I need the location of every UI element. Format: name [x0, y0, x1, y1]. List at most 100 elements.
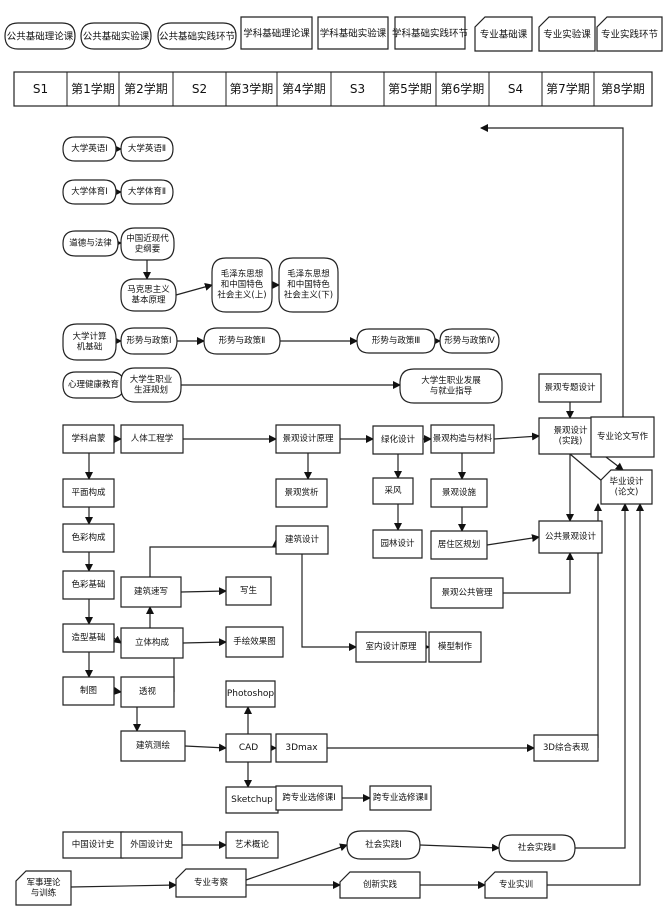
course-box — [538, 373, 602, 403]
legend-item-7: 专业基础课 — [474, 16, 533, 52]
semester-cell-4: S2 — [192, 82, 207, 96]
course-box — [275, 525, 329, 555]
legend-swatch — [317, 16, 389, 50]
semester-cell-2: 第1学期 — [71, 81, 115, 96]
course-label: 3Dmax — [285, 743, 318, 753]
course-box — [225, 680, 276, 708]
course-box — [62, 478, 115, 508]
course-pe2: 大学体育Ⅱ — [120, 179, 174, 205]
course-label: 社会实践Ⅱ — [518, 842, 556, 853]
course-box — [62, 230, 119, 257]
course-box — [62, 523, 115, 553]
course-max: 3Dmax — [275, 733, 328, 763]
course-label: (论文) — [615, 486, 639, 497]
course-hand: 手绘效果图 — [225, 626, 284, 658]
course-box — [346, 830, 421, 860]
course-box — [430, 424, 495, 454]
course-label: 大学体育Ⅰ — [71, 186, 108, 197]
course-box — [62, 424, 115, 454]
course-label: 道德与法律 — [69, 238, 112, 249]
course-label: 心理健康教育 — [68, 379, 119, 390]
course-label: 和中国特色 — [221, 279, 264, 290]
legend-label: 公共基础实验课 — [83, 31, 150, 43]
course-garden: 园林设计 — [372, 529, 423, 559]
course-box — [120, 627, 184, 659]
course-su: Sketchup — [225, 786, 279, 814]
connector-arrow — [149, 539, 280, 577]
legend-item-9: 专业实践环节 — [596, 16, 663, 52]
course-box — [275, 733, 328, 763]
course-label: 平面构成 — [71, 487, 106, 498]
course-green: 绿化设计 — [372, 425, 424, 455]
course-publand: 公共景观设计 — [538, 520, 603, 554]
course-box — [372, 529, 423, 559]
course-modelmk: 模型制作 — [428, 631, 482, 663]
course-label: 公共景观设计 — [545, 531, 597, 542]
course-label: 景观设计原理 — [282, 433, 334, 444]
course-box — [372, 477, 414, 505]
legend-item-6: 学科基础实践环节 — [392, 16, 468, 50]
course-soc2: 社会实践Ⅱ — [498, 834, 576, 862]
course-solid: 立体构成 — [120, 627, 184, 659]
course-plane: 平面构成 — [62, 478, 115, 508]
semester-cell-9: 第6学期 — [441, 81, 485, 96]
course-label: 形势与政策Ⅳ — [444, 335, 495, 346]
connector-arrow — [419, 843, 500, 852]
connector-arrow — [575, 503, 629, 849]
course-box — [275, 785, 343, 811]
semester-cell-3: 第2学期 — [124, 81, 168, 96]
course-label: 模型制作 — [438, 641, 473, 652]
course-label: 形势与政策Ⅱ — [219, 335, 266, 346]
course-label: 大学生职业 — [130, 374, 173, 385]
course-box — [62, 136, 117, 162]
connector-arrow — [486, 534, 540, 546]
legend-label: 学科基础理论课 — [243, 28, 310, 40]
course-label: 生涯规划 — [134, 384, 168, 395]
course-label: Sketchup — [231, 795, 273, 805]
course-label: 毛泽东思想 — [287, 269, 330, 280]
legend-label: 学科基础实践环节 — [392, 28, 468, 40]
connector-arrow — [70, 881, 177, 890]
course-box — [430, 478, 488, 508]
legend-swatch — [80, 22, 152, 50]
course-box — [225, 576, 272, 606]
course-label: (实践) — [559, 435, 583, 446]
course-box — [62, 623, 115, 653]
semester-cell-11: 第7学期 — [546, 81, 590, 96]
course-box — [372, 425, 424, 455]
course-box — [439, 328, 500, 354]
course-box — [356, 328, 436, 354]
course-label: 室内设计原理 — [365, 641, 417, 652]
course-chdes: 中国设计史 — [62, 831, 124, 859]
course-fengshui: 采风 — [372, 477, 414, 505]
course-intro: 学科启蒙 — [62, 424, 115, 454]
course-box — [120, 227, 175, 261]
course-label: 制图 — [80, 685, 97, 696]
course-pol3: 形势与政策Ⅲ — [356, 328, 436, 354]
course-pubmgmt: 景观公共管理 — [430, 577, 504, 609]
course-label: 形势与政策Ⅲ — [372, 335, 421, 346]
legend-item-4: 学科基础理论课 — [240, 16, 313, 50]
legend-swatch — [240, 16, 313, 50]
course-box — [175, 868, 247, 898]
course-box — [120, 831, 183, 859]
course-en1: 大学英语Ⅰ — [62, 136, 117, 162]
course-label: 色彩基础 — [71, 579, 105, 590]
course-topic: 景观专题设计 — [538, 373, 602, 403]
course-label: 3D综合表现 — [543, 742, 589, 753]
course-label: 景观构造与材料 — [433, 433, 493, 444]
course-ergo: 人体工程学 — [120, 424, 184, 454]
legend-swatch — [157, 22, 237, 50]
course-box — [600, 469, 653, 505]
legend-swatch — [474, 16, 533, 52]
course-label: 建筑测绘 — [136, 740, 171, 751]
course-label: 毛泽东思想 — [221, 269, 264, 280]
course-label: 立体构成 — [135, 637, 170, 648]
course-label: 大学英语Ⅱ — [128, 143, 166, 154]
course-label: 建筑设计 — [285, 534, 320, 545]
semester-cell-5: 第3学期 — [230, 81, 274, 96]
course-model: 造型基础 — [62, 623, 115, 653]
course-box — [533, 734, 599, 762]
